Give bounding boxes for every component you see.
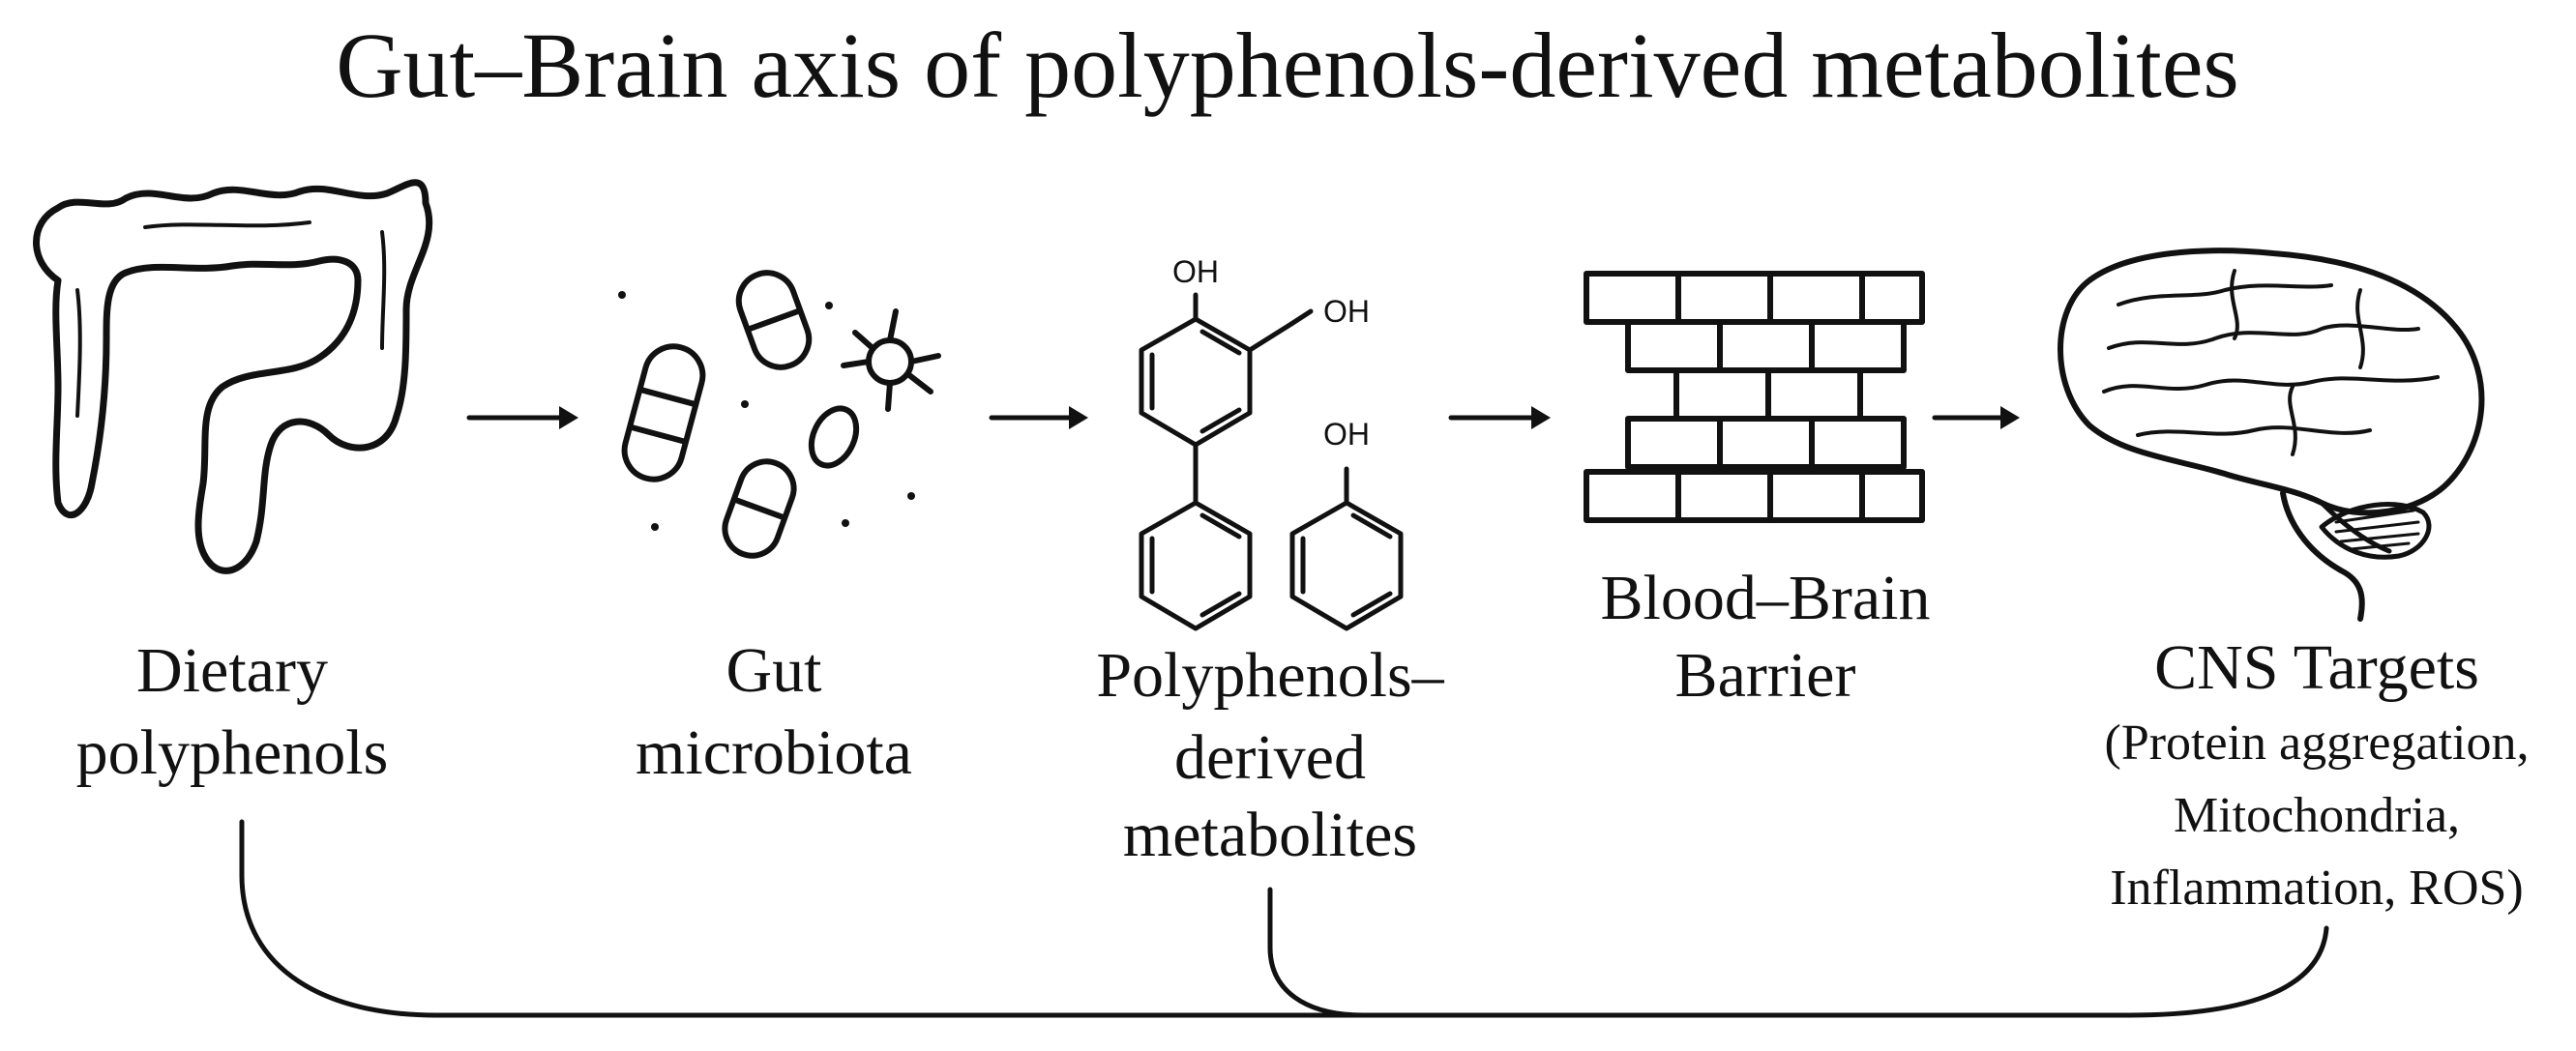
stage-label-microbiota: Gut microbiota (636, 635, 912, 788)
stage-label-dietary: Dietary polyphenols (76, 635, 389, 788)
stage-label-line: Dietary (136, 635, 328, 706)
hydroxyl-label-phenol: OH (1323, 417, 1370, 452)
stage-label-line: derived (1174, 722, 1366, 793)
gut-brain-axis-connector (239, 819, 2329, 1018)
cns-detail-line: Inflammation, ROS) (2110, 861, 2524, 916)
flow-arrow-2 (989, 406, 1088, 429)
flow-arrow-3 (1448, 406, 1551, 429)
stage-label-line: metabolites (1123, 800, 1417, 870)
bacteria-icon (618, 270, 941, 559)
stage-label-line: Barrier (1675, 640, 1856, 711)
cns-detail-line: Mitochondria, (2174, 788, 2460, 843)
stage-label-line: Polyphenols– (1096, 640, 1444, 711)
stage-label-line: microbiota (636, 717, 912, 788)
colon-icon (33, 179, 433, 574)
stage-label-line: Blood–Brain (1601, 563, 1931, 633)
stage-label-line: polyphenols (76, 717, 389, 788)
hydroxyl-label-top: OH (1172, 254, 1219, 289)
stage-label-line: Gut (726, 635, 822, 706)
brick-wall-icon (1584, 271, 1925, 523)
stage-label-cns: CNS Targets (Protein aggregation, Mitoch… (2105, 632, 2530, 916)
hydroxyl-label-side: OH (1323, 294, 1370, 329)
stage-label-metabolites: Polyphenols– derived metabolites (1096, 640, 1444, 870)
cns-detail-line: (Protein aggregation, (2105, 715, 2530, 771)
molecule-icon (1139, 292, 1404, 631)
stage-label-bbb: Blood–Brain Barrier (1601, 563, 1931, 711)
flow-arrow-4 (1932, 406, 2020, 429)
brain-icon (2058, 248, 2485, 622)
stage-label-line: CNS Targets (2154, 632, 2479, 703)
diagram-title: Gut–Brain axis of polyphenols-derived me… (336, 14, 2239, 117)
flow-arrow-1 (466, 406, 578, 429)
